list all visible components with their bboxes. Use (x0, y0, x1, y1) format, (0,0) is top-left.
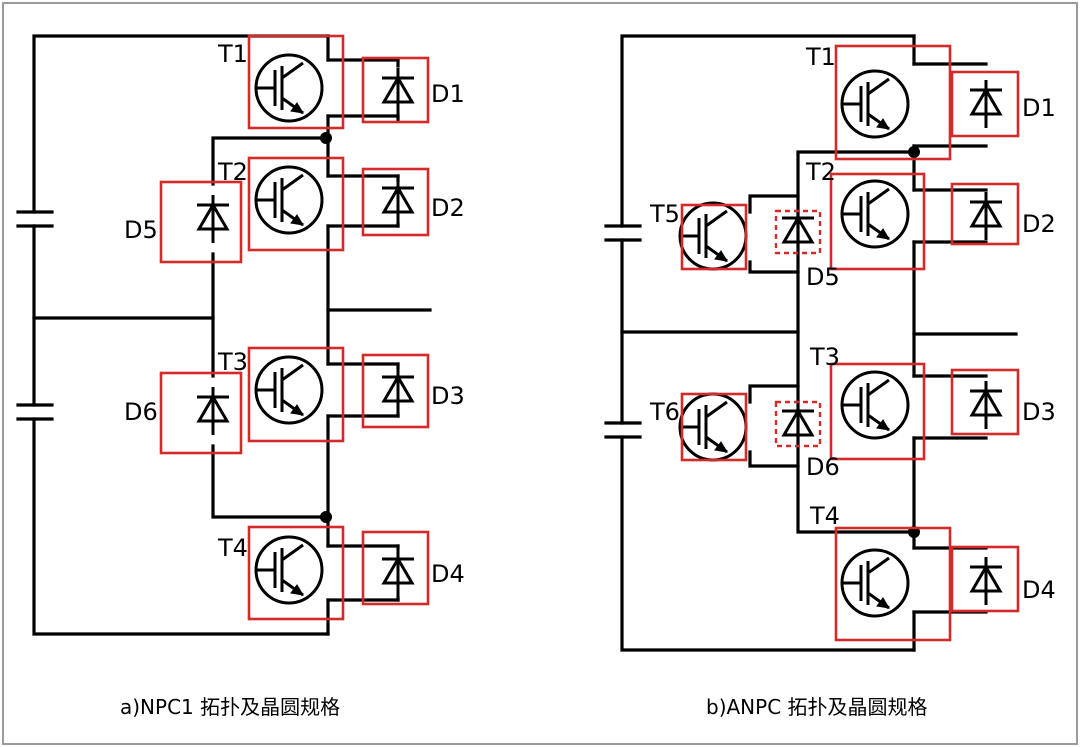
label-d2: D2 (1022, 210, 1056, 238)
t4-highlight-box (247, 525, 345, 621)
t5-highlight-box (680, 203, 748, 271)
t3-highlight-box (247, 346, 345, 443)
label-t2: T2 (805, 158, 836, 186)
label-t3: T3 (217, 348, 248, 376)
d6-dashed-box (774, 400, 822, 448)
anpc-diagram: T1 T2 T3 T4 T5 T6 D1 D2 D3 D4 D5 D6 b)AN… (604, 34, 1056, 719)
d1-highlight-box (950, 70, 1020, 138)
d3-highlight-box (361, 353, 430, 429)
label-d4: D4 (1022, 576, 1056, 604)
npc1-diagram: T1 T2 T3 T4 D1 D2 D3 D4 D5 D6 a)NPC1 拓扑及… (16, 34, 465, 719)
igbt-t4-icon (254, 535, 324, 605)
label-t1: T1 (217, 40, 248, 68)
diode-d1-icon (968, 78, 1004, 130)
d6-highlight-box (159, 371, 243, 455)
label-d2: D2 (431, 194, 465, 222)
junction-dot (908, 146, 920, 158)
t3-highlight-box (829, 362, 926, 461)
t2-highlight-box (247, 156, 345, 252)
junction-dot (320, 132, 332, 144)
label-d6: D6 (124, 398, 158, 426)
label-t2: T2 (217, 158, 248, 186)
junction-dot (320, 511, 332, 523)
igbt-t6-icon (678, 392, 748, 462)
label-t4: T4 (217, 534, 248, 562)
caption-a: a)NPC1 拓扑及晶圆规格 (120, 695, 340, 719)
label-d6: D6 (806, 453, 840, 481)
caption-b: b)ANPC 拓扑及晶圆规格 (706, 695, 928, 719)
igbt-t2-icon (254, 165, 324, 235)
label-d5: D5 (806, 263, 840, 291)
diode-d6-icon (780, 399, 816, 451)
label-d4: D4 (431, 560, 465, 588)
d4-highlight-box (950, 545, 1020, 613)
t1-highlight-box (834, 44, 952, 161)
diode-d3-icon (968, 379, 1004, 431)
diode-d5-icon (195, 193, 231, 245)
d3-highlight-box (950, 368, 1020, 436)
label-t6: T6 (649, 398, 680, 426)
d2-highlight-box (361, 167, 430, 237)
label-d3: D3 (431, 382, 465, 410)
diode-d3-icon (380, 365, 416, 417)
diode-d4-icon (968, 555, 1004, 607)
diode-d2-icon (968, 190, 1004, 242)
igbt-t1-icon (840, 69, 910, 139)
d2-highlight-box (950, 182, 1020, 246)
t1-highlight-box (247, 34, 345, 130)
label-d5: D5 (124, 216, 158, 244)
diode-d2-icon (380, 176, 416, 228)
igbt-t4-icon (840, 548, 910, 618)
label-t4: T4 (809, 502, 840, 530)
igbt-t3-icon (254, 355, 324, 425)
diode-d6-icon (195, 385, 231, 437)
t6-highlight-box (680, 392, 748, 462)
label-d3: D3 (1022, 398, 1056, 426)
diode-d1-icon (380, 66, 416, 118)
label-t3: T3 (809, 343, 840, 371)
label-t5: T5 (649, 200, 680, 228)
label-d1: D1 (1022, 94, 1056, 122)
igbt-t2-icon (840, 179, 910, 249)
igbt-t5-icon (678, 201, 748, 271)
d5-highlight-box (159, 180, 243, 264)
igbt-t1-icon (254, 53, 324, 123)
diode-d4-icon (380, 547, 416, 599)
igbt-t3-icon (840, 370, 910, 440)
label-t1: T1 (805, 43, 836, 71)
d4-highlight-box (361, 530, 430, 606)
diode-d5-icon (780, 206, 816, 258)
label-d1: D1 (431, 80, 465, 108)
d5-dashed-box (774, 209, 822, 255)
t2-highlight-box (829, 172, 926, 271)
d1-highlight-box (361, 56, 430, 124)
t4-highlight-box (834, 526, 952, 642)
